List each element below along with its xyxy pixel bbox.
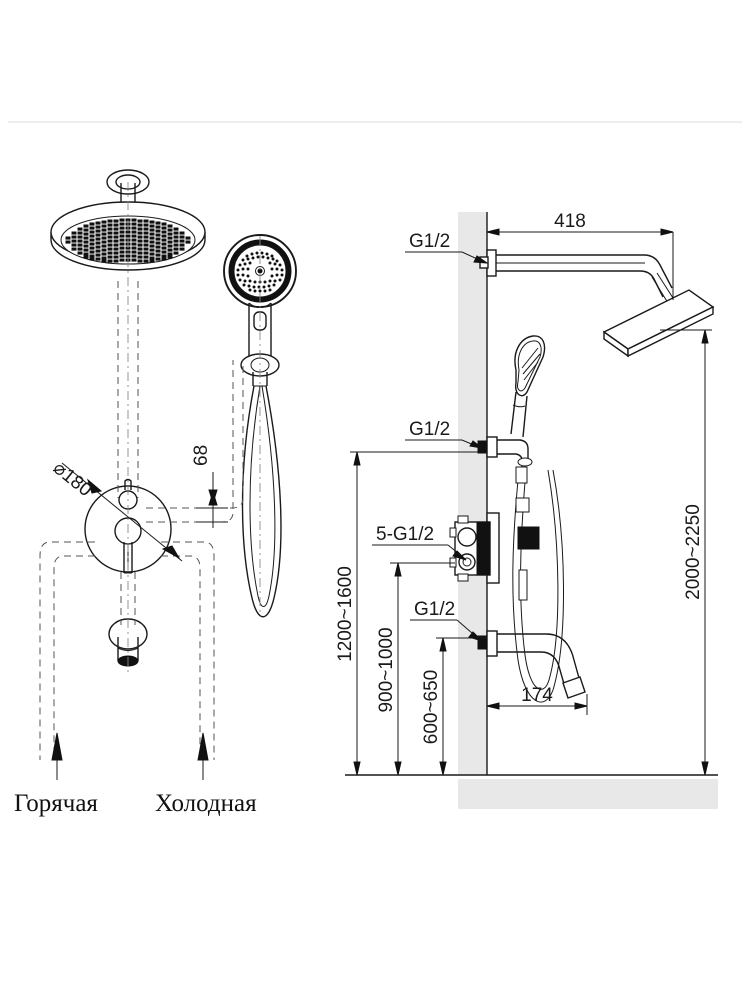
- dimension-diameter-180: ⌀180: [49, 458, 96, 501]
- floor-section-band: [458, 779, 718, 809]
- shower-hose-loop: [241, 385, 282, 618]
- left-front-elevation-view: ⌀180 68 Горячая Холодная: [14, 169, 297, 817]
- thread-label-hand-shower-group: G1/2: [405, 419, 483, 449]
- dimension-418: 418: [554, 211, 586, 232]
- wall-section-band: [458, 212, 487, 775]
- thread-label-hand-shower: G1/2: [409, 419, 450, 440]
- hand-shower-nozzle-pattern: [236, 251, 284, 293]
- shower-arm-side: [479, 249, 715, 358]
- offset-dimension-68: 68: [191, 445, 228, 528]
- rain-head-nozzle-pattern: [65, 218, 191, 263]
- dimension-1200-1600-group: 1200~1600: [335, 451, 480, 776]
- bath-spout-side: [477, 630, 586, 699]
- dimension-2000-2250: 2000~2250: [683, 504, 704, 600]
- dimension-418-group: 418: [486, 211, 674, 300]
- dimension-offset-68: 68: [191, 445, 212, 466]
- hand-shower-front: [223, 234, 297, 387]
- dimension-174: 174: [521, 685, 553, 706]
- dimension-1200-1600: 1200~1600: [335, 566, 356, 662]
- hand-shower-side: [477, 335, 565, 703]
- dimension-900-1000-group: 900~1000: [376, 562, 455, 776]
- dimension-2000-2250-group: 2000~2250: [660, 329, 712, 776]
- dimension-174-group: 174: [486, 685, 588, 715]
- hot-supply-label: Горячая: [14, 790, 98, 817]
- thread-label-spout-group: G1/2: [410, 599, 483, 642]
- left-view-centerlines: [127, 182, 261, 676]
- thread-label-mixer-body: 5-G1/2: [376, 524, 434, 545]
- dimension-600-650: 600~650: [421, 670, 442, 745]
- cold-supply-label: Холодная: [155, 790, 257, 817]
- thread-label-mixer-body-group: 5-G1/2: [372, 524, 467, 561]
- supply-flow-arrows: [51, 732, 209, 780]
- thread-label-top-arm-group: G1/2: [405, 231, 489, 264]
- dimension-900-1000: 900~1000: [376, 627, 397, 712]
- concealed-mixer-valve-body: [449, 512, 500, 584]
- right-side-elevation-view: 418 2000~2250 1200~1600 900~1000: [335, 211, 718, 809]
- thread-label-spout: G1/2: [414, 599, 455, 620]
- thread-label-top-arm: G1/2: [409, 231, 450, 252]
